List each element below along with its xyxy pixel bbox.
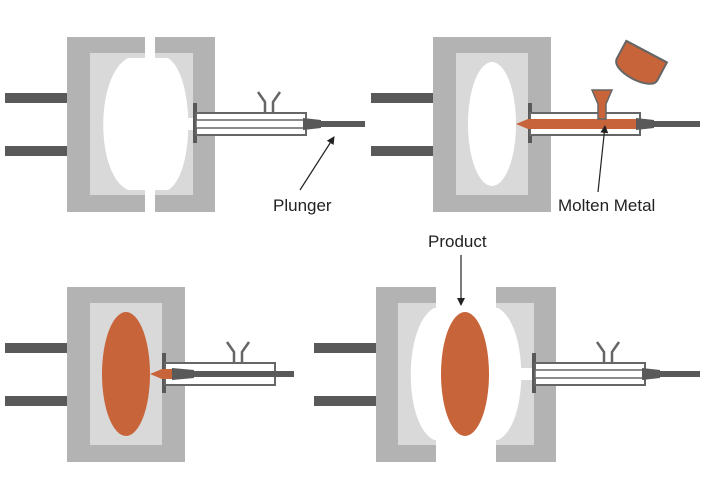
- ejector-rod-bottom: [371, 146, 433, 156]
- plunger-tip: [636, 118, 654, 130]
- plunger-rod: [321, 121, 365, 127]
- ejector-rod-bottom: [314, 396, 376, 406]
- shot-sleeve-bore: [534, 369, 646, 379]
- sprue-channel: [512, 368, 534, 380]
- ladle-icon: [615, 39, 669, 85]
- panel-4-ejection: Product: [314, 232, 700, 462]
- metal-gate: [150, 369, 172, 379]
- molten-metal-leader-arrow: [597, 125, 609, 193]
- pour-funnel-filled: [590, 89, 614, 120]
- panel-2-pouring: Molten Metal: [371, 37, 700, 215]
- cavity-right-half: [496, 308, 522, 440]
- pour-funnel: [256, 91, 282, 113]
- ejector-rod-top: [314, 343, 376, 353]
- plunger-tip: [303, 118, 321, 130]
- pour-funnel: [595, 341, 621, 363]
- ejector-rod-bottom: [5, 146, 67, 156]
- molten-metal-in-sleeve: [516, 119, 636, 129]
- plunger-label: Plunger: [273, 196, 332, 215]
- pour-funnel: [225, 341, 251, 363]
- plunger-rod: [654, 121, 700, 127]
- filled-cavity: [102, 312, 150, 436]
- ejector-rod-top: [5, 343, 67, 353]
- shot-sleeve-bore: [195, 119, 307, 129]
- ejector-rod-top: [371, 93, 433, 103]
- panel-1-open-die: Plunger: [5, 37, 365, 215]
- plunger-rod: [660, 371, 700, 377]
- ejector-rod-bottom: [5, 396, 67, 406]
- product-label: Product: [428, 232, 487, 251]
- ejected-product: [441, 312, 489, 436]
- plunger-tip-advanced: [172, 368, 194, 380]
- ejector-rod-top: [5, 93, 67, 103]
- cavity-left-half: [103, 58, 145, 190]
- molten-metal-label: Molten Metal: [558, 196, 655, 215]
- empty-cavity: [468, 62, 516, 186]
- cavity-right-half: [155, 58, 189, 190]
- panel-3-injection: [5, 287, 294, 462]
- plunger-tip: [642, 368, 660, 380]
- cavity-left-half: [424, 308, 436, 440]
- plunger-rod: [194, 371, 294, 377]
- sprue-channel: [172, 118, 196, 130]
- plunger-leader-arrow: [299, 136, 335, 191]
